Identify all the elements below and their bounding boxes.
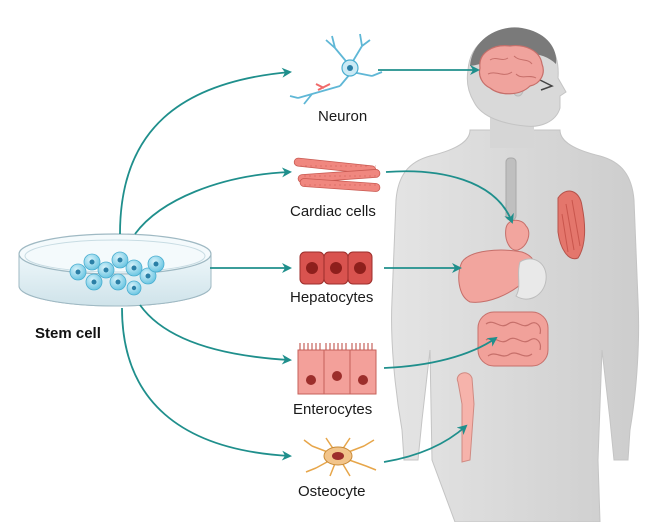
heart-organ [505,219,530,251]
cardiac-label: Cardiac cells [290,203,376,220]
brain-organ [478,45,544,95]
arm-muscle [557,190,586,260]
arrow-to-osteocyte [121,307,292,461]
enterocytes-cells [297,343,377,395]
organ-arrows [378,65,514,463]
arrow-enterocytes-to-intestine [383,336,498,369]
arrow-to-enterocytes [139,304,292,365]
osteocyte-cell [303,437,377,477]
neuron-label: Neuron [318,108,367,125]
neuron-cell [289,33,383,105]
hepatocytes-label: Hepatocytes [290,289,373,306]
stomach-organ [515,258,547,300]
stem-cell-cluster [69,251,165,296]
arrow-to-cardiac [134,167,292,235]
arrow-osteocyte-to-bone [383,424,468,463]
femur-bone [456,372,475,463]
intestines-organ [477,311,549,367]
enterocytes-label: Enterocytes [293,401,372,418]
osteocyte-label: Osteocyte [298,483,366,500]
differentiation-arrows [119,67,292,461]
petri-dish [18,233,212,307]
trachea [505,157,517,221]
arrow-to-neuron [119,67,292,235]
cardiac-cells [293,157,381,192]
stem-cell-label: Stem cell [35,325,101,342]
arrow-cardiac-to-heart [385,170,514,224]
hepatocytes-cells [299,251,373,285]
